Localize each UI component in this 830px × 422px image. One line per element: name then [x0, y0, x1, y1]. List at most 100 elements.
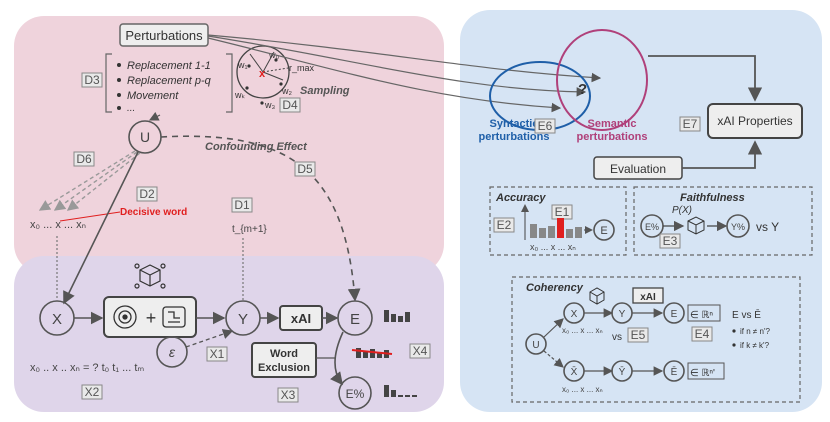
coh-u-to-x — [543, 318, 564, 338]
coh-u-to-xbar — [543, 350, 564, 368]
evaluation-to-properties-arrow — [682, 140, 763, 169]
tag-e2: E2 — [497, 218, 512, 232]
coh-model-icon — [589, 287, 605, 305]
model-panel — [14, 256, 444, 412]
tag-d1: D1 — [234, 198, 250, 212]
explanation-e-node[interactable] — [337, 300, 373, 336]
coh-ybar-label: Ȳ — [619, 366, 626, 378]
list-item: ... — [127, 103, 135, 114]
epsilon-label: ε — [169, 344, 176, 360]
plus-icon: + — [146, 308, 157, 328]
x-label: X — [52, 311, 62, 328]
e-to-epct-arrow — [330, 331, 344, 386]
if-k-label: if k ≠ k'? — [740, 341, 770, 350]
coh-rn-box — [687, 304, 721, 322]
tag-d6: D6 — [76, 152, 92, 166]
px-label: P(X) — [672, 205, 692, 216]
accuracy-e-node[interactable] — [593, 219, 615, 241]
confounding-effect-label: Confounding Effect — [205, 141, 308, 153]
coh-x-label: X — [571, 309, 578, 320]
tag-x4: X4 — [413, 344, 428, 358]
noise-epsilon-node[interactable] — [156, 336, 188, 368]
faith-ypct-label: Y% — [731, 222, 745, 232]
e-label: E — [350, 311, 360, 328]
list-item: Replacement p-q — [127, 75, 212, 87]
epsilon-to-y-arrow — [185, 329, 234, 348]
clock-w3: w₃ — [264, 100, 275, 110]
faithfulness-ypct-node[interactable] — [726, 214, 750, 238]
word-exclusion-line1: Word — [270, 348, 298, 360]
tag-d4: D4 — [282, 98, 298, 112]
svg-text:x: x — [259, 68, 266, 80]
sampling-clock-icon: x — [236, 45, 290, 105]
list-item: Movement — [127, 90, 179, 102]
word-exclusion-box[interactable] — [251, 342, 317, 378]
list-to-u-arrow — [148, 111, 161, 121]
coh-xai-label: xAI — [640, 292, 656, 303]
tag-e7: E7 — [683, 117, 698, 131]
coh-e-node[interactable] — [663, 302, 685, 324]
model-cube-icon — [134, 263, 166, 289]
perturbation-type-list: Replacement 1-1 Replacement p-q Movement… — [117, 60, 212, 114]
u-to-tokens-arrows — [38, 150, 141, 211]
evaluation-label: Evaluation — [610, 162, 666, 176]
tag-x2: X2 — [85, 385, 100, 399]
e-vs-ebar-label: E vs Ē — [732, 309, 761, 321]
overlap-question: ? — [578, 81, 587, 98]
coh-xai-box[interactable] — [632, 287, 664, 304]
token-sequence: x₀ .. x .. xₙ = ? t₀ t₁ ... tₘ — [30, 362, 144, 374]
next-token-label: t_{m+1} — [232, 224, 267, 235]
strike-line — [351, 349, 393, 355]
epct-label: E% — [346, 387, 365, 401]
faithfulness-panel — [633, 186, 813, 256]
coh-xbar-label: X̄ — [571, 365, 578, 378]
coherency-title: Coherency — [526, 282, 584, 294]
coh-u-label: U — [532, 340, 539, 351]
accuracy-tokens: x₀ ... x ... xₙ — [530, 242, 576, 252]
coh-e-label: E — [671, 309, 678, 320]
coh-rn2-box — [687, 362, 725, 380]
faith-model-icon — [687, 216, 705, 235]
input-tokens: x₀ ... x ... xₙ — [30, 219, 86, 231]
u-label: U — [140, 129, 150, 145]
coh-tokens-top: x₀ ... x ... xₙ — [562, 326, 603, 335]
tag-e1: E1 — [555, 205, 570, 219]
tag-e6: E6 — [538, 119, 553, 133]
y-label: Y — [238, 311, 248, 328]
u-to-x-arrow — [63, 151, 139, 305]
decisive-word-pointer — [59, 211, 121, 222]
decisive-word-label: Decisive word — [120, 207, 187, 218]
coh-ebar-node[interactable] — [663, 360, 685, 382]
tag-x1: X1 — [210, 347, 225, 361]
tag-e4: E4 — [695, 327, 710, 341]
if-n-label: if n ≠ n'? — [740, 327, 770, 336]
accuracy-bars — [530, 218, 582, 238]
semantic-set[interactable] — [556, 29, 648, 131]
perturbations-label: Perturbations — [125, 28, 203, 43]
epct-bars-icon — [384, 385, 417, 397]
word-exclusion-line2: Exclusion — [258, 362, 310, 374]
faith-epct-label: E% — [645, 222, 659, 232]
clock-w1: w₁ — [237, 60, 248, 70]
explanation-percent-node[interactable] — [338, 376, 372, 410]
list-item: Replacement 1-1 — [127, 60, 211, 72]
list-bracket — [105, 53, 233, 113]
sampling-label: Sampling — [300, 85, 350, 97]
coh-vs-label: vs — [612, 332, 622, 343]
coherency-panel — [511, 276, 801, 403]
tag-d3: D3 — [84, 73, 100, 87]
clock-w2: w₂ — [281, 86, 292, 96]
sampling-panel — [14, 16, 444, 274]
syntactic-label-2: perturbations — [479, 131, 550, 143]
coh-ebar-label: Ē — [671, 366, 678, 378]
perturbations-arrow-3 — [207, 37, 562, 113]
tag-x3: X3 — [281, 388, 296, 402]
xai-properties-box[interactable] — [707, 103, 803, 139]
tag-e5: E5 — [631, 328, 646, 342]
vs-y-label: vs Y — [756, 220, 779, 234]
perturbations-to-venn-arrows — [207, 34, 602, 83]
coh-y-label: Y — [619, 309, 626, 320]
coherency-u-node[interactable] — [525, 333, 547, 355]
